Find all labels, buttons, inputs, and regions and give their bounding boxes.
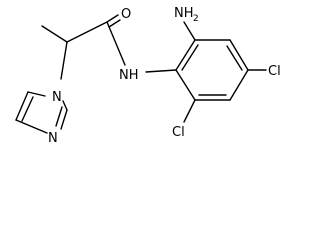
- bond-nh-ring: [145, 69, 177, 73]
- structure-canvas: O NH 2 NH Cl Cl N N: [15, 6, 281, 146]
- bond-ring-c6-c1: [175, 69, 196, 101]
- atom-imidazole-n3: N: [48, 131, 58, 146]
- bond-im-c4-n3: [15, 119, 48, 134]
- bond-methyl: [41, 25, 68, 43]
- bond-carbonyl-double-b: [108, 19, 121, 28]
- bond-im-c5-c4-double: [21, 96, 34, 122]
- atom-chlorine-para: Cl: [268, 64, 281, 79]
- bond-ch-imidazole-n: [60, 41, 68, 80]
- bond-im-c2-n1: [62, 100, 68, 111]
- atom-amide-nh: NH: [119, 68, 139, 83]
- bond-carbonyl-n: [106, 21, 126, 66]
- molecule-diagram: O NH 2 NH Cl Cl N N: [15, 6, 281, 146]
- bond-im-n3-c2-double: [55, 106, 63, 127]
- bond-carbonyl-double-a: [106, 14, 119, 23]
- bond-im-n3-c2: [60, 109, 68, 130]
- bond-ch-carbonyl: [66, 21, 108, 43]
- bond-ring-c1-c2: [175, 39, 196, 71]
- bond-ring-c4-c5: [229, 69, 249, 101]
- bond-im-c5-c4: [15, 91, 29, 121]
- bond-ring-c1-c2-inner: [181, 44, 199, 71]
- atom-chlorine-ortho: Cl: [172, 125, 185, 140]
- atom-oxygen: O: [121, 7, 131, 22]
- bond-ring-c3-c4: [229, 39, 249, 71]
- bond-ring-c3-c4-inner: [226, 45, 243, 71]
- bond-c6-cl: [183, 99, 196, 123]
- atom-amine-subscript: 2: [193, 14, 199, 24]
- bond-im-n1-c5: [27, 91, 46, 97]
- bond-c2-amine: [183, 21, 196, 41]
- atom-amine-n: NH: [174, 6, 194, 21]
- atom-imidazole-n1: N: [52, 90, 62, 105]
